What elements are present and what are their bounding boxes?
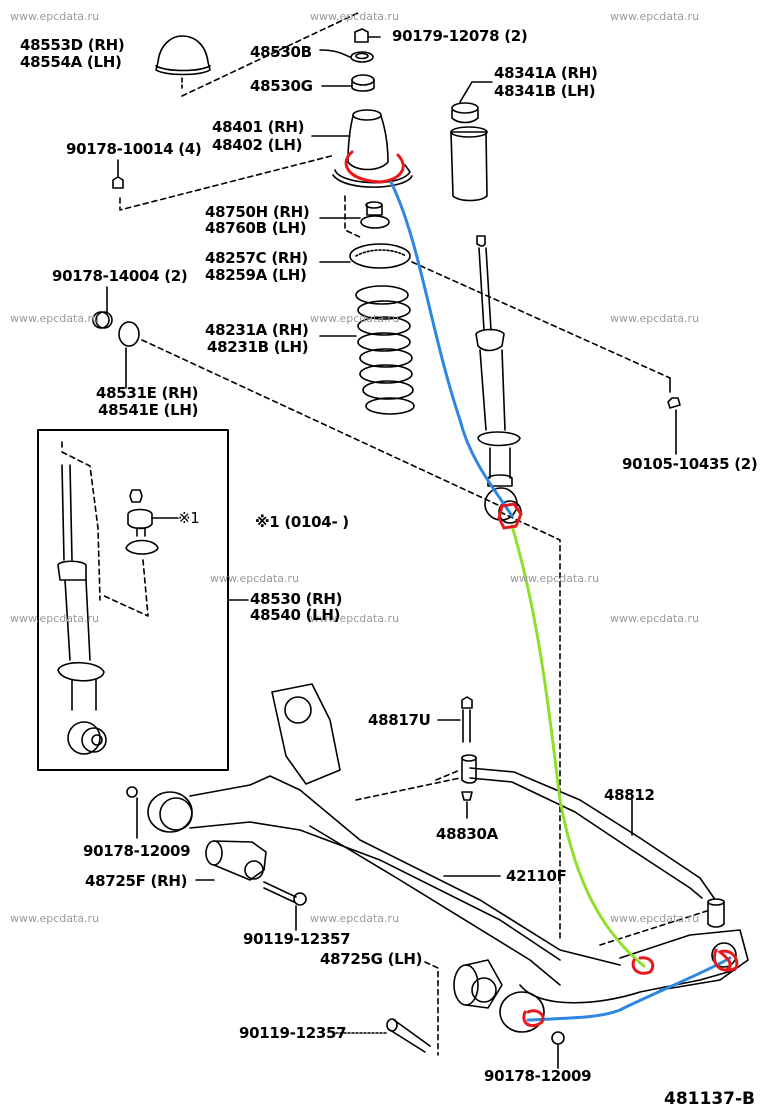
part-label-90178-14004[interactable]: 90178-14004 (2) (52, 267, 188, 285)
nut-90178-lower-part[interactable] (551, 1031, 565, 1069)
part-label-48725g[interactable]: 48725G (LH) (320, 950, 423, 968)
washer-48531e-part[interactable] (118, 321, 140, 389)
footnote-star1: ※1 (0104- ) (255, 513, 349, 531)
watermark: www.epcdata.ru (310, 612, 400, 625)
part-label-48341a[interactable]: 48341A (RH) (494, 64, 598, 82)
part-label-48530[interactable]: 48530 (RH) (250, 590, 343, 608)
shock-absorber-part[interactable] (475, 235, 522, 524)
upper-seat-part[interactable] (319, 195, 390, 239)
watermark: www.epcdata.ru (510, 572, 600, 585)
bump-stopper-part[interactable] (450, 81, 493, 202)
part-label-48259a[interactable]: 48259A (LH) (205, 266, 307, 284)
part-label-48553d[interactable]: 48553D (RH) (20, 36, 125, 54)
watermark: www.epcdata.ru (610, 612, 700, 625)
watermark: www.epcdata.ru (10, 912, 100, 925)
part-label-48257c[interactable]: 48257C (RH) (205, 249, 308, 267)
nut-90178-upper-part[interactable] (126, 786, 138, 839)
bushing-rh-part[interactable] (195, 840, 267, 881)
mount-nut-part[interactable] (112, 159, 124, 189)
stabilizer-nut-part[interactable] (461, 791, 473, 819)
shock-bolt-part[interactable] (667, 377, 681, 455)
dust-boot-part[interactable] (311, 109, 413, 188)
part-label-42110f[interactable]: 42110F (506, 867, 567, 885)
watermark: www.epcdata.ru (10, 612, 100, 625)
watermark: www.epcdata.ru (610, 10, 700, 23)
washer-48530b-part[interactable] (319, 49, 374, 63)
stabilizer-bar-part[interactable] (435, 754, 725, 928)
green-path (510, 524, 646, 968)
part-label-48760b[interactable]: 48760B (LH) (205, 219, 307, 237)
annotation-overlay (344, 150, 739, 1028)
diagram-code: 481137-B (664, 1089, 755, 1109)
watermark: www.epcdata.ru (310, 312, 400, 325)
part-label-48541e[interactable]: 48541E (LH) (98, 401, 199, 419)
blue-path-upper (388, 178, 514, 518)
bolt-90119-lower-part[interactable] (335, 1018, 431, 1053)
part-label-48750h[interactable]: 48750H (RH) (205, 203, 310, 221)
part-label-90119-12357-upper[interactable]: 90119-12357 (243, 930, 351, 948)
star-marker: ※1 (178, 509, 200, 527)
watermark: www.epcdata.ru (610, 312, 700, 325)
part-label-48725f[interactable]: 48725F (RH) (85, 872, 188, 890)
blue-path-lower (526, 956, 732, 1022)
part-label-90178-12009-lower[interactable]: 90178-12009 (484, 1067, 592, 1085)
watermark: www.epcdata.ru (10, 10, 100, 23)
part-label-48530b[interactable]: 48530B (250, 43, 312, 61)
part-label-48812[interactable]: 48812 (604, 786, 655, 804)
red-circle-hub (713, 948, 739, 972)
bushing-lh-part[interactable] (424, 959, 503, 1056)
bump-cap-part[interactable] (155, 35, 211, 89)
part-label-48830a[interactable]: 48830A (436, 825, 498, 843)
bolt-90119-upper-part[interactable] (263, 881, 307, 931)
top-nut-part[interactable] (354, 28, 381, 43)
part-label-90119-12357-lower[interactable]: 90119-12357 (239, 1024, 347, 1042)
rear-axle-beam-part[interactable] (147, 683, 749, 1033)
spring-insulator-part[interactable] (319, 243, 411, 269)
red-circle-mount (344, 150, 405, 184)
watermark: www.epcdata.ru (310, 10, 400, 23)
part-label-90179-12078[interactable]: 90179-12078 (2) (392, 27, 528, 45)
red-circle-shock-eye (497, 502, 523, 530)
part-label-48530g[interactable]: 48530G (250, 77, 313, 95)
part-label-90178-12009-upper[interactable]: 90178-12009 (83, 842, 191, 860)
watermark: www.epcdata.ru (210, 572, 300, 585)
inset-shock-absorber[interactable] (57, 441, 179, 755)
part-label-48531e[interactable]: 48531E (RH) (96, 384, 199, 402)
coil-spring-part[interactable] (319, 285, 415, 415)
part-label-90178-10014[interactable]: 90178-10014 (4) (66, 140, 202, 158)
part-label-48401[interactable]: 48401 (RH) (212, 118, 305, 136)
part-label-48554a[interactable]: 48554A (LH) (20, 53, 122, 71)
watermark: www.epcdata.ru (610, 912, 700, 925)
bushing-48530g-part[interactable] (321, 74, 375, 92)
red-circle-beam (522, 1009, 545, 1028)
part-label-90105-10435[interactable]: 90105-10435 (2) (622, 455, 758, 473)
red-circle-stab (631, 956, 655, 975)
watermark: www.epcdata.ru (310, 912, 400, 925)
part-label-48231a[interactable]: 48231A (RH) (205, 321, 309, 339)
cushion-nut-part[interactable] (92, 286, 113, 329)
part-label-48540[interactable]: 48540 (LH) (250, 606, 341, 624)
stabilizer-bolt-part[interactable] (437, 696, 473, 743)
part-label-48402[interactable]: 48402 (LH) (212, 136, 303, 154)
part-label-48231b[interactable]: 48231B (LH) (207, 338, 309, 356)
watermark: www.epcdata.ru (10, 312, 100, 325)
part-label-48341b[interactable]: 48341B (LH) (494, 82, 596, 100)
part-label-48817u[interactable]: 48817U (368, 711, 431, 729)
